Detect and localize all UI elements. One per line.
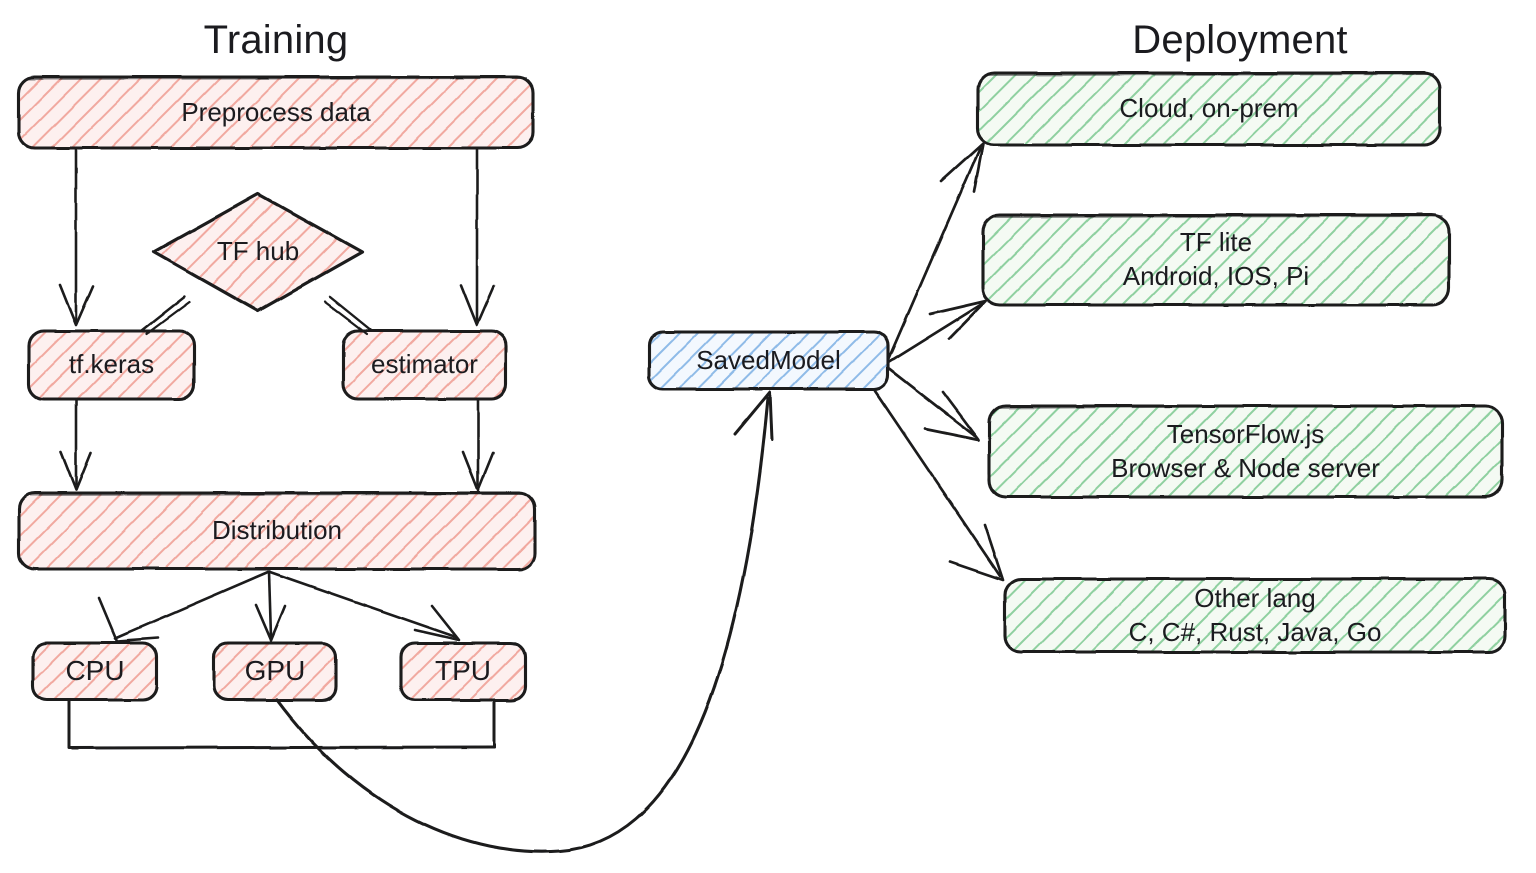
edge-cpu-to-bus xyxy=(67,698,496,750)
edge-tfhub-to-estimator xyxy=(323,295,374,336)
edge-distribution-to-tpu xyxy=(268,570,461,642)
edge-savedmodel-to-cloud xyxy=(886,141,985,362)
node-tensorflow-js[interactable] xyxy=(987,404,1504,499)
node-tpu[interactable] xyxy=(399,641,527,702)
title-training: Training xyxy=(203,18,349,62)
node-tf-hub[interactable] xyxy=(152,192,364,313)
title-deployment: Deployment xyxy=(1132,18,1348,62)
node-savedmodel[interactable] xyxy=(647,330,890,391)
node-preprocess-data[interactable] xyxy=(17,75,535,150)
edge-gpu-to-savedmodel-curved xyxy=(275,390,774,854)
edge-distribution-to-gpu xyxy=(254,570,287,642)
node-other-lang[interactable] xyxy=(1003,577,1507,654)
edge-savedmodel-to-otherlang xyxy=(873,389,1005,582)
node-cloud-on-prem[interactable] xyxy=(976,71,1442,147)
node-estimator[interactable] xyxy=(341,329,508,401)
edge-tfhub-to-tfkeras xyxy=(140,295,192,336)
node-cpu[interactable] xyxy=(31,641,159,702)
edge-distribution-to-cpu xyxy=(97,570,270,643)
edge-savedmodel-to-tflite xyxy=(887,299,988,364)
node-tf-keras[interactable] xyxy=(27,329,196,401)
edge-savedmodel-to-tfjs xyxy=(887,367,981,442)
node-distribution[interactable] xyxy=(17,491,537,571)
edge-preprocess-to-tfkeras xyxy=(58,148,95,327)
node-gpu[interactable] xyxy=(212,641,338,702)
edge-tfkeras-to-distribution xyxy=(59,398,93,492)
node-tf-lite[interactable] xyxy=(981,213,1451,307)
edge-estimator-to-distribution xyxy=(461,398,495,492)
edge-preprocess-to-estimator xyxy=(459,148,496,327)
